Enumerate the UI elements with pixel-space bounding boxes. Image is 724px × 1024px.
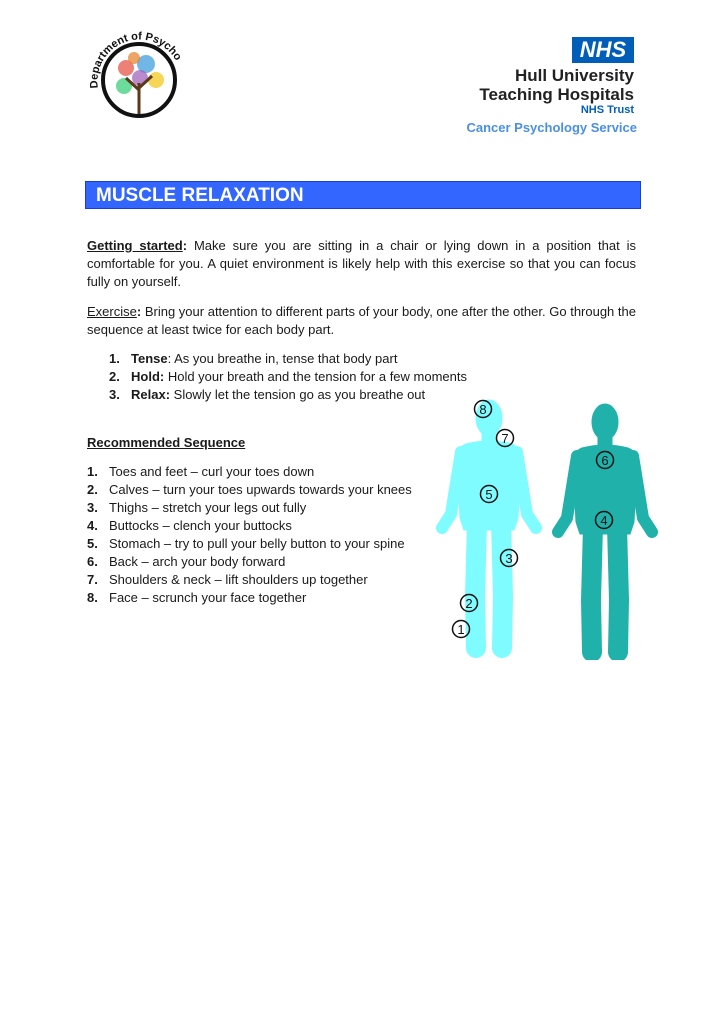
sequence-heading: Recommended Sequence xyxy=(87,435,246,450)
service-name: Cancer Psychology Service xyxy=(466,120,637,135)
sequence-item: 3. Thighs – stretch your legs out fully xyxy=(87,499,412,517)
step-item: 1. Tense: As you breathe in, tense that b… xyxy=(109,350,467,368)
marker-2: 2 xyxy=(459,593,479,613)
sequence-number: 2. xyxy=(87,482,98,497)
getting-started-paragraph: Getting started: Make sure you are sitti… xyxy=(87,237,636,291)
body-diagram: 8 7 5 3 2 1 6 4 xyxy=(420,390,670,660)
sequence-number: 3. xyxy=(87,500,98,515)
step-text: Hold your breath and the tension for a f… xyxy=(164,369,467,384)
trust-line-2: Teaching Hospitals xyxy=(479,85,634,104)
trust-name: Hull University Teaching Hospitals xyxy=(479,66,634,104)
svg-text:6: 6 xyxy=(601,453,608,468)
step-label: Relax: xyxy=(131,387,171,402)
step-label: Tense xyxy=(131,351,168,366)
step-item: 3. Relax: Slowly let the tension go as yo… xyxy=(109,386,467,404)
marker-5: 5 xyxy=(479,484,499,504)
step-text: Slowly let the tension go as you breathe… xyxy=(170,387,426,402)
trust-line-1: Hull University xyxy=(514,66,634,85)
step-label: Hold: xyxy=(131,369,165,384)
sequence-number: 7. xyxy=(87,572,98,587)
exercise-text: Bring your attention to different parts … xyxy=(87,304,636,337)
marker-3: 3 xyxy=(499,548,519,568)
sequence-text: Shoulders & neck – lift shoulders up tog… xyxy=(109,572,368,587)
sequence-number: 5. xyxy=(87,536,98,551)
sequence-item: 6. Back – arch your body forward xyxy=(87,553,412,571)
svg-text:8: 8 xyxy=(479,402,486,417)
department-logo: Department of Psycho xyxy=(88,30,184,118)
colon: : xyxy=(136,304,142,319)
front-body-silhouette xyxy=(442,400,536,648)
step-number: 3. xyxy=(109,387,120,402)
marker-7: 7 xyxy=(495,428,515,448)
sequence-item: 1. Toes and feet – curl your toes down xyxy=(87,463,412,481)
step-text: : As you breathe in, tense that body par… xyxy=(167,351,398,366)
svg-text:3: 3 xyxy=(505,551,512,566)
sequence-text: Face – scrunch your face together xyxy=(109,590,307,605)
sequence-item: 5. Stomach – try to pull your belly butto… xyxy=(87,535,412,553)
step-number: 1. xyxy=(109,351,120,366)
sequence-number: 4. xyxy=(87,518,98,533)
sequence-number: 8. xyxy=(87,590,98,605)
marker-1: 1 xyxy=(451,619,471,639)
sequence-number: 6. xyxy=(87,554,98,569)
svg-text:4: 4 xyxy=(600,513,607,528)
getting-started-text: Make sure you are sitting in a chair or … xyxy=(87,238,636,289)
marker-6: 6 xyxy=(595,450,615,470)
sequence-item: 7. Shoulders & neck – lift shoulders up t… xyxy=(87,571,412,589)
page-title: MUSCLE RELAXATION xyxy=(85,181,641,209)
svg-text:2: 2 xyxy=(465,596,472,611)
sequence-item: 4. Buttocks – clench your buttocks xyxy=(87,517,412,535)
sequence-text: Back – arch your body forward xyxy=(109,554,286,569)
marker-8: 8 xyxy=(473,399,493,419)
svg-text:7: 7 xyxy=(501,431,508,446)
step-item: 2. Hold: Hold your breath and the tension… xyxy=(109,368,467,386)
marker-4: 4 xyxy=(594,510,614,530)
sequence-text: Buttocks – clench your buttocks xyxy=(109,518,292,533)
sequence-item: 2. Calves – turn your toes upwards toward… xyxy=(87,481,412,499)
sequence-text: Calves – turn your toes upwards towards … xyxy=(109,482,412,497)
svg-text:1: 1 xyxy=(457,622,464,637)
sequence-item: 8. Face – scrunch your face together xyxy=(87,589,412,607)
nhs-trust-label: NHS Trust xyxy=(580,104,634,116)
svg-text:5: 5 xyxy=(485,487,492,502)
nhs-badge: NHS xyxy=(572,37,634,63)
sequence-text: Toes and feet – curl your toes down xyxy=(109,464,315,479)
steps-list: 1. Tense: As you breathe in, tense that b… xyxy=(109,350,467,404)
exercise-paragraph: Exercise: Bring your attention to differ… xyxy=(87,303,636,339)
colon: : xyxy=(182,238,188,253)
sequence-text: Stomach – try to pull your belly button … xyxy=(109,536,405,551)
exercise-label: Exercise xyxy=(87,304,137,319)
sequence-number: 1. xyxy=(87,464,98,479)
sequence-list: 1. Toes and feet – curl your toes down 2.… xyxy=(87,463,412,607)
getting-started-label: Getting started xyxy=(87,238,183,253)
sequence-text: Thighs – stretch your legs out fully xyxy=(109,500,307,515)
step-number: 2. xyxy=(109,369,120,384)
